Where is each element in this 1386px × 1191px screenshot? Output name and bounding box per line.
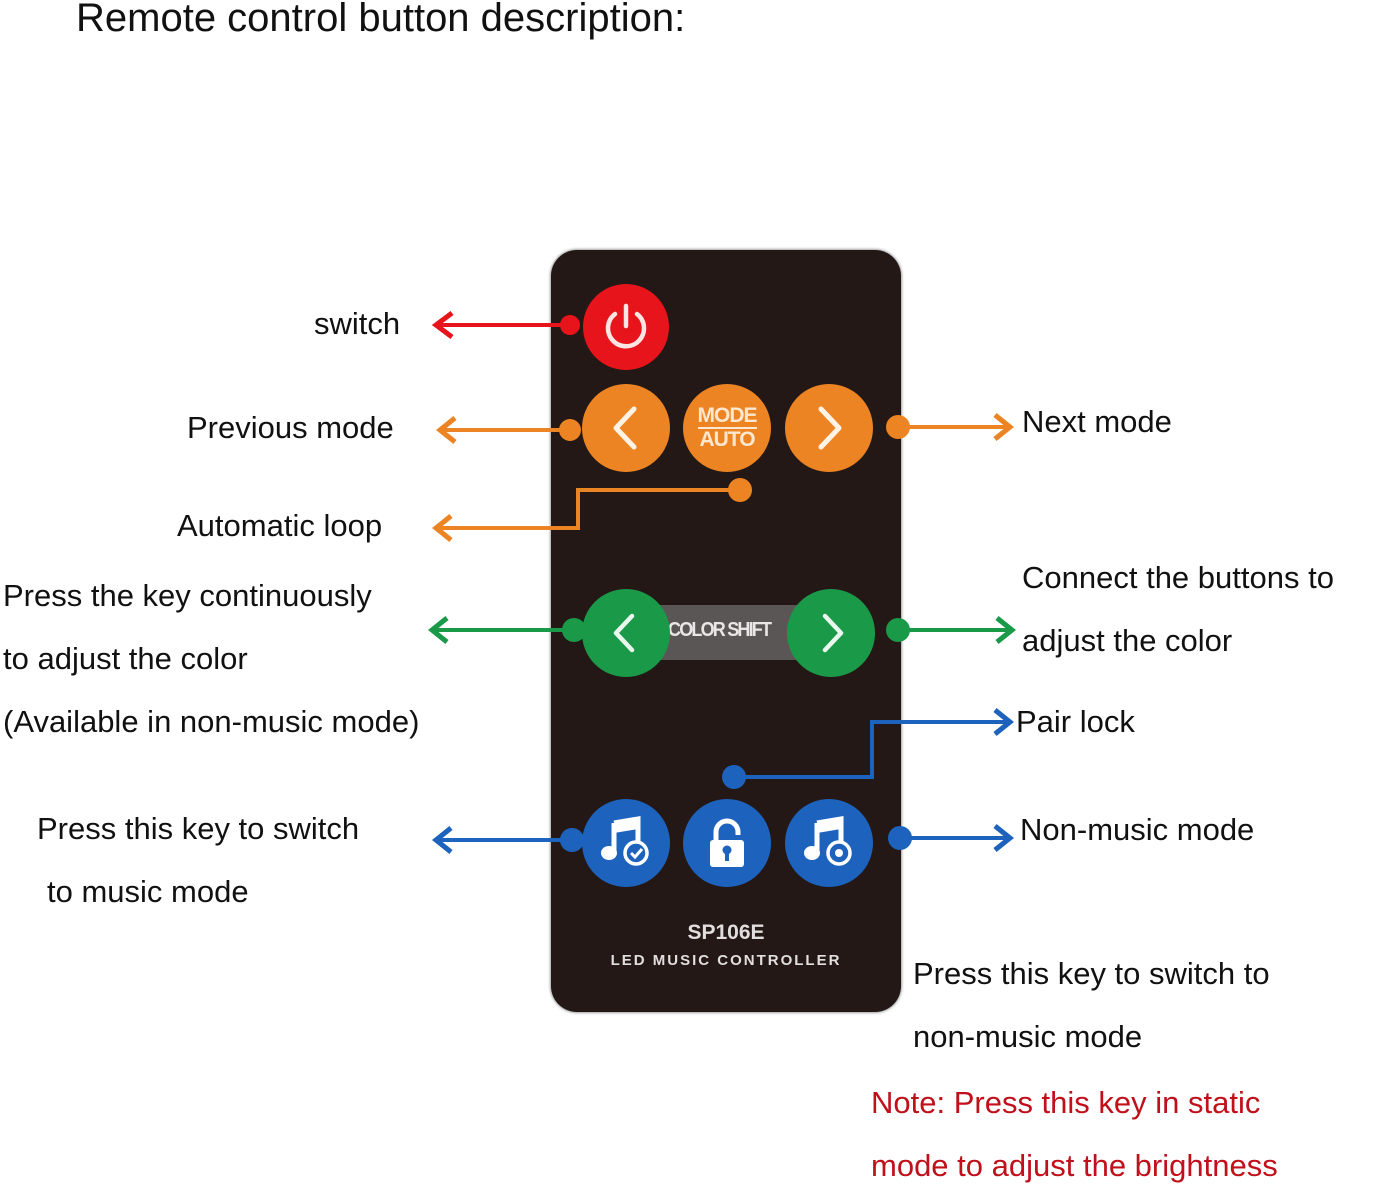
previous-mode-arrow xyxy=(435,416,570,444)
music-note-circle-icon xyxy=(804,816,852,866)
power-icon xyxy=(605,303,647,349)
color-previous-button[interactable] xyxy=(582,589,670,677)
color-right-connector-dot xyxy=(886,618,910,642)
previous-mode-label: Previous mode xyxy=(187,410,394,445)
color-shift-bar xyxy=(660,605,800,660)
automatic-loop-label: Automatic loop xyxy=(177,508,383,543)
color-right-label-line2: adjust the color xyxy=(1022,623,1233,658)
next-mode-connector-dot xyxy=(886,415,910,439)
pair-lock-button[interactable] xyxy=(683,799,771,887)
non-music-mode-label: Non-music mode xyxy=(1020,812,1255,847)
model-subtitle: LED MUSIC CONTROLLER xyxy=(610,952,842,969)
color-shift-label: COLOR SHIFT xyxy=(668,619,772,641)
switch-label: switch xyxy=(314,306,401,341)
non-music-desc-line2: non-music mode xyxy=(913,1019,1143,1054)
chevron-right-icon xyxy=(818,406,842,450)
pair-lock-label: Pair lock xyxy=(1016,704,1135,739)
music-mode-label-line2: to music mode xyxy=(47,874,249,909)
switch-arrow xyxy=(431,311,570,339)
next-mode-label: Next mode xyxy=(1022,404,1172,439)
pair-lock-connector-dot xyxy=(722,765,746,789)
pair-lock-arrow xyxy=(734,708,1015,779)
chevron-right-icon xyxy=(822,613,844,653)
color-left-connector-dot xyxy=(562,618,586,642)
music-mode-button[interactable] xyxy=(582,799,670,887)
note-line1: Note: Press this key in static xyxy=(871,1085,1261,1120)
mode-auto-button[interactable]: MODE AUTO xyxy=(683,384,771,472)
previous-mode-connector-dot xyxy=(559,419,581,441)
switch-connector-dot xyxy=(560,315,580,335)
previous-mode-button[interactable] xyxy=(582,384,670,472)
next-mode-arrow xyxy=(898,413,1015,441)
non-music-desc-line1: Press this key to switch to xyxy=(913,956,1270,991)
music-mode-arrow xyxy=(431,826,572,854)
color-left-label-line2: to adjust the color xyxy=(3,641,248,676)
color-next-button[interactable] xyxy=(787,589,875,677)
chevron-left-icon xyxy=(613,406,637,450)
automatic-loop-arrow xyxy=(431,488,740,542)
color-left-label-line3: (Available in non-music mode) xyxy=(3,704,420,739)
color-left-arrow xyxy=(427,616,574,644)
non-music-mode-button[interactable] xyxy=(785,799,873,887)
model-name: SP106E xyxy=(687,921,765,944)
auto-label: AUTO xyxy=(699,428,755,451)
next-mode-button[interactable] xyxy=(785,384,873,472)
note-line2: mode to adjust the brightness xyxy=(871,1148,1278,1183)
automatic-loop-connector-dot xyxy=(728,478,752,502)
music-mode-connector-dot xyxy=(560,828,584,852)
lock-icon xyxy=(710,818,744,867)
mode-label: MODE xyxy=(697,404,758,429)
color-right-arrow xyxy=(898,616,1017,644)
chevron-left-icon xyxy=(613,613,635,653)
page-title: Remote control button description: xyxy=(76,0,686,40)
power-button[interactable] xyxy=(583,284,669,370)
non-music-mode-connector-dot xyxy=(888,826,912,850)
color-right-label-line1: Connect the buttons to xyxy=(1022,560,1334,595)
non-music-mode-arrow xyxy=(900,824,1015,852)
music-mode-label-line1: Press this key to switch xyxy=(37,811,360,846)
music-note-check-icon xyxy=(601,816,649,866)
color-left-label-line1: Press the key continuously xyxy=(3,578,372,613)
